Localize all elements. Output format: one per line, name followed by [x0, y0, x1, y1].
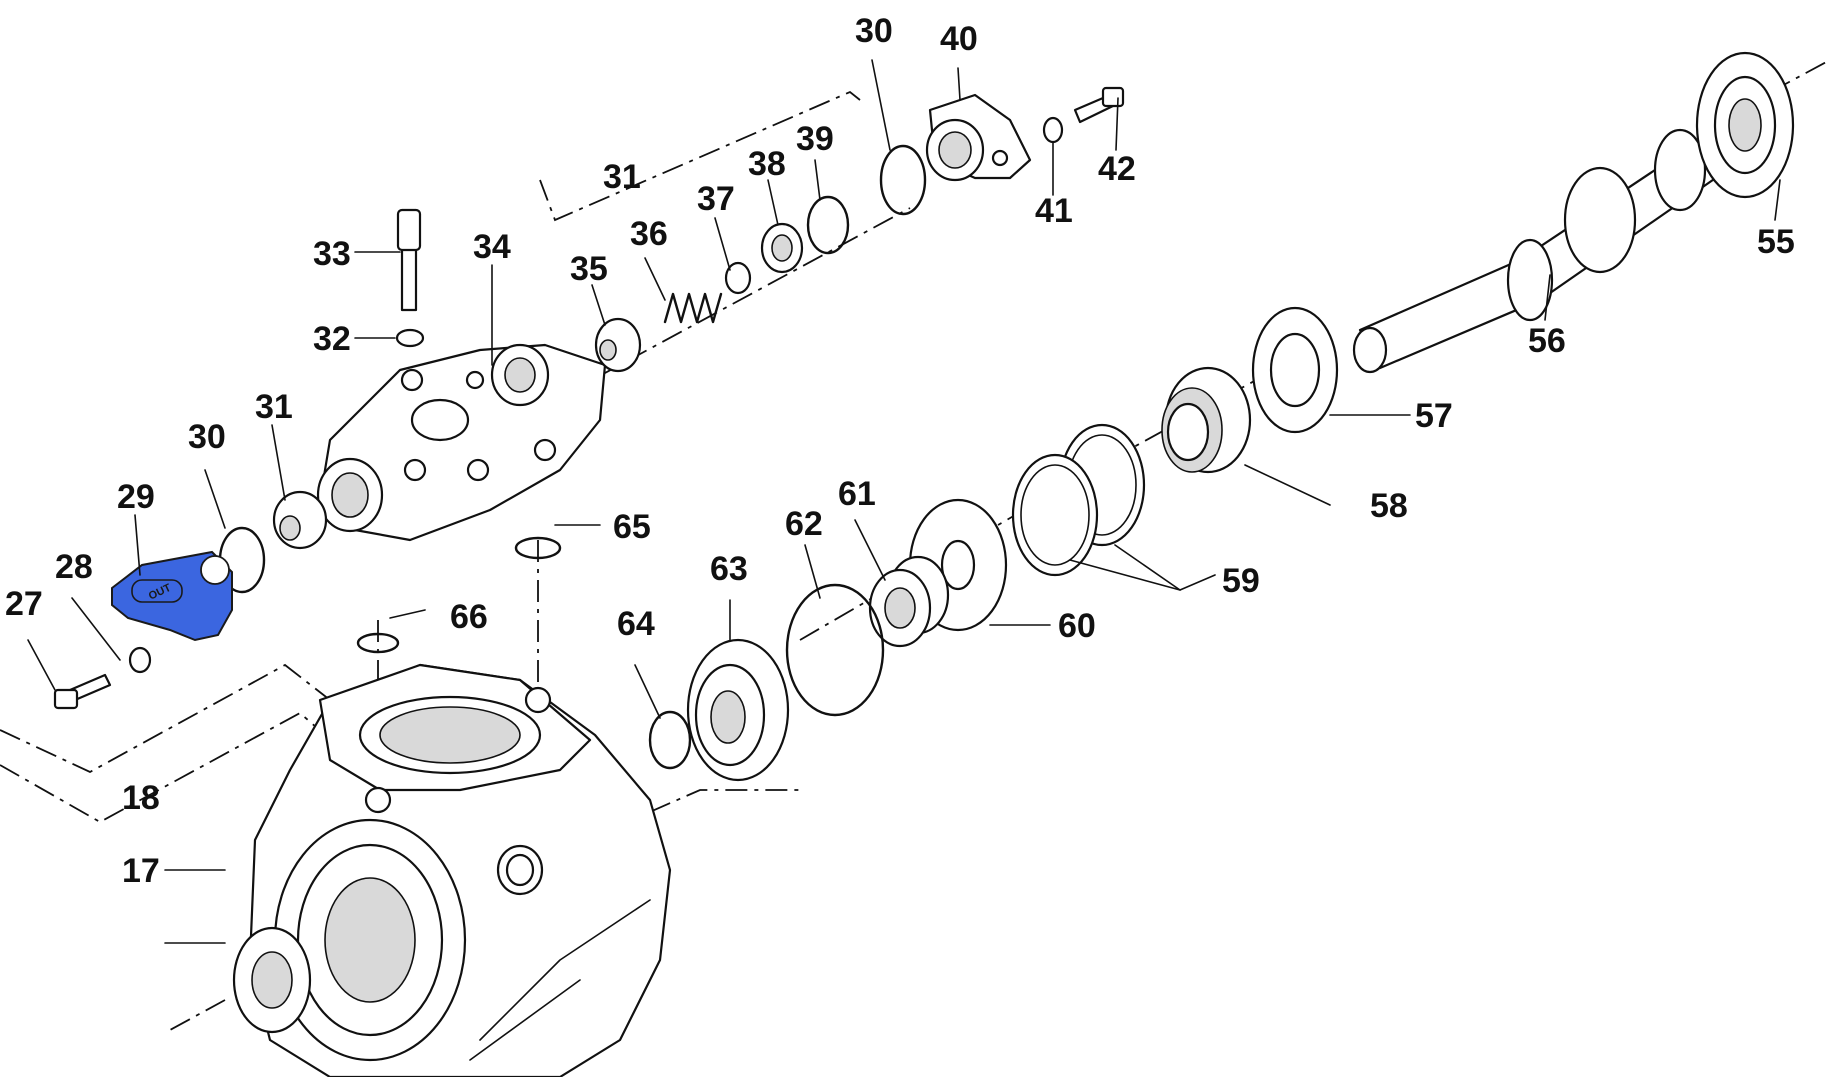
part-65-oring [514, 536, 562, 560]
label-28: 28 [55, 548, 93, 586]
part-63-bearing [686, 638, 790, 782]
label-57: 57 [1415, 397, 1453, 435]
label-30-top: 30 [855, 12, 893, 50]
label-36: 36 [630, 215, 668, 253]
label-61: 61 [838, 475, 876, 513]
label-63: 63 [710, 550, 748, 588]
label-64: 64 [617, 605, 655, 643]
label-66: 66 [450, 598, 488, 636]
label-62: 62 [785, 505, 823, 543]
part-58-needle-bearing [1161, 366, 1252, 474]
part-30-oring-top [879, 144, 927, 216]
label-59: 59 [1222, 562, 1260, 600]
label-31-left: 31 [255, 388, 293, 426]
part-37-ring [724, 261, 752, 295]
part-34-pump-head [316, 343, 607, 542]
part-31-valve-left [272, 490, 328, 550]
label-32: 32 [313, 320, 351, 358]
label-39: 39 [796, 120, 834, 158]
part-32-washer [395, 328, 425, 348]
label-31-top: 31 [603, 158, 641, 196]
part-35-valve [594, 317, 642, 373]
part-42-bolt [1073, 86, 1125, 124]
part-62-circlip [785, 583, 885, 717]
part-28-washer [128, 646, 152, 674]
label-60: 60 [1058, 607, 1096, 645]
label-37: 37 [697, 180, 735, 218]
part-41-washer [1042, 116, 1064, 144]
label-58: 58 [1370, 487, 1408, 525]
label-34: 34 [473, 228, 511, 266]
label-29: 29 [117, 478, 155, 516]
label-17: 17 [122, 852, 160, 890]
label-41: 41 [1035, 192, 1073, 230]
label-42: 42 [1098, 150, 1136, 188]
crankcase-housing [248, 663, 672, 1079]
label-27: 27 [5, 585, 43, 623]
part-29-manifold-highlighted: OUT [111, 550, 233, 642]
leader-lines [27, 59, 1781, 944]
part-56-crankshaft [1352, 128, 1722, 374]
part-40-valve-cap [925, 93, 1032, 182]
label-18: 18 [122, 779, 160, 817]
label-65: 65 [613, 508, 651, 546]
part-33-screw [396, 208, 422, 312]
part-36-spring [663, 292, 723, 324]
part-59-rings [1011, 423, 1146, 577]
part-number-labels: 17 18 27 28 29 30 31 32 33 34 35 36 37 3… [5, 12, 1795, 890]
part-61-bushing [868, 555, 950, 648]
part-66-oring [356, 632, 400, 654]
label-40: 40 [940, 20, 978, 58]
label-33: 33 [313, 235, 351, 273]
part-17-seal [232, 926, 312, 1034]
part-57-washer [1251, 306, 1339, 434]
label-55: 55 [1757, 223, 1795, 261]
part-55-bearing [1695, 51, 1795, 199]
part-38-seat [760, 222, 804, 274]
part-27-screw [53, 673, 112, 710]
part-64-circlip [648, 710, 692, 770]
part-39-oring [806, 195, 850, 255]
label-38: 38 [748, 145, 786, 183]
label-56: 56 [1528, 322, 1566, 360]
label-30-left: 30 [188, 418, 226, 456]
label-35: 35 [570, 250, 608, 288]
